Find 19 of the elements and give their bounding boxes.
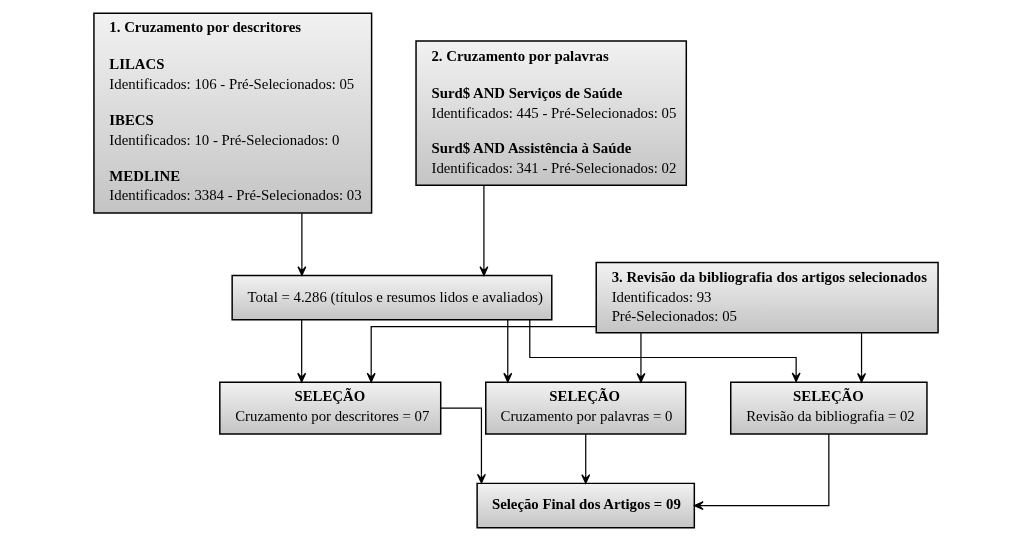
arrow — [636, 332, 646, 383]
node-box: SELEÇÃO Cruzamento por descritores = 07 — [219, 381, 442, 435]
arrow — [693, 433, 830, 511]
arrow — [297, 212, 307, 276]
arrow — [857, 332, 867, 383]
node-box: Seleção Final dos Artigos = 09 — [476, 482, 696, 529]
arrow — [503, 319, 513, 383]
node-box: 2. Cruzamento por palavras Surd$ AND Serviços de Saúde Identificados: 445 - Pré-Selecionados: 05 Surd$ AND Assistência à Saúde Identificados: 341 - Pré-Selecionados: 02 — [415, 40, 688, 187]
node-box: SELEÇÃO Revisão da bibliografia = 02 — [730, 381, 928, 435]
arrow — [479, 184, 489, 276]
arrow — [366, 326, 597, 383]
arrow — [529, 319, 801, 383]
node-box: Total = 4.286 (títulos e resumos lidos e avaliados) — [231, 274, 553, 321]
arrow — [581, 433, 591, 484]
arrow — [440, 407, 486, 484]
node-box: SELEÇÃO Cruzamento por palavras = 0 — [485, 381, 687, 435]
node-box: 3. Revisão da bibliografia dos artigos selecionados Identificados: 93 Pré-Selecionados: 05 — [595, 261, 939, 334]
arrow — [297, 319, 307, 383]
node-box: 1. Cruzamento por descritores LILACS Identificados: 106 - Pré-Selecionados: 05 IBECS Identificados: 10 - Pré-Selecionados: 0 MEDLINE Identificados: 3384 - Pré-Selecionados: 03 — [93, 12, 373, 214]
